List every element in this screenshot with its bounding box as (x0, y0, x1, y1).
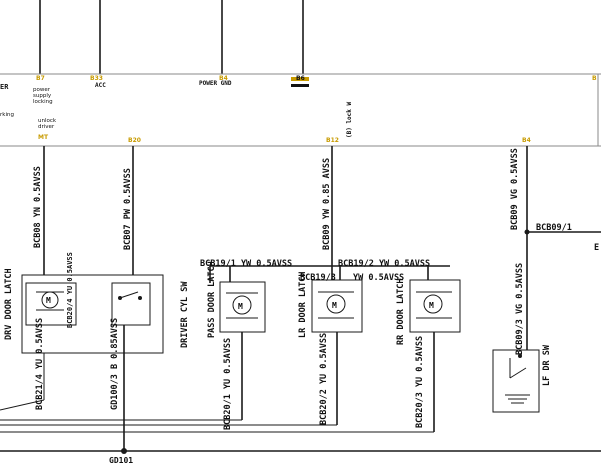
lr-door-latch: M (311, 279, 363, 425)
label-lr-door-latch: LR DOOR LATCH (298, 271, 308, 338)
label-driver-cyl-sw: DRIVER CYL SW (180, 281, 190, 348)
svg-text:power: power (33, 87, 51, 93)
label-lock-right: (B) lock W (346, 101, 353, 138)
label-rr-door-latch: RR DOOR LATCH (396, 278, 406, 345)
wire-label-w4: BCB09 VG 0.5AVSS (510, 148, 520, 230)
wire-label-w14: BCB21/4 YU 0.5AVSS (35, 318, 45, 410)
pin-b33: B33 (90, 75, 103, 82)
wire-label-w12: BCB20/3 YU 0.5AVSS (415, 336, 425, 428)
label-power-supply-locking: power supply locking (33, 87, 53, 105)
wire-label-w2: BCB07 PW 0.5AVSS (123, 168, 133, 250)
right-edge-e: E (594, 243, 599, 253)
label-er: ER (0, 83, 9, 91)
lower-wires (43, 146, 601, 356)
pin-b6: B6 (296, 75, 305, 82)
ground-return-wires (0, 325, 601, 454)
rr-door-latch: M (409, 279, 461, 432)
wire-label-w15: GD100/3 B 0.85AVSS (110, 318, 120, 410)
label-locking: rking (0, 112, 14, 118)
wire-label-w16: BCB20/4 YU 0.5AVSS (66, 252, 74, 328)
svg-text:supply: supply (33, 93, 52, 99)
svg-text:unlock: unlock (38, 118, 57, 124)
pin-b7: B7 (36, 75, 45, 82)
svg-text:M: M (238, 302, 243, 311)
label-unlock-driver: unlock driver (38, 118, 57, 130)
wire-label-w5: BCB09/1 (536, 223, 572, 233)
wire-label-w10: BCB20/1 YU 0.5AVSS (223, 338, 233, 430)
svg-text:driver: driver (38, 124, 55, 130)
wire-label-w11: BCB20/2 YU 0.5AVSS (319, 333, 329, 425)
label-pass-door-latch: PASS DOOR LATCH (207, 261, 217, 338)
label-lf-dr-sw: LF DR SW (542, 344, 552, 386)
svg-text:M: M (332, 301, 337, 310)
wire-label-w3: BCB09 YW 0.85 AVSS (322, 158, 332, 250)
label-drv-door-latch: DRV DOOR LATCH (4, 268, 14, 340)
svg-text:M: M (46, 296, 51, 305)
pin-b4-lower: B4 (522, 137, 531, 144)
wire-label-w8: YW 0.5AVSS (353, 273, 404, 283)
wire-label-w7: BCB19/2 YW 0.5AVSS (338, 259, 430, 269)
pin-b20: B20 (128, 137, 141, 144)
pin-b6-bar (291, 77, 309, 81)
pin-unlock-driver: MT (38, 134, 49, 141)
label-power-gnd: POWER GND (199, 80, 232, 87)
lf-door-switch (492, 349, 540, 413)
svg-text:locking: locking (33, 99, 53, 105)
wire-label-w1: BCB08 YN 0.5AVSS (33, 166, 43, 248)
label-acc: ACC (95, 82, 106, 89)
pin-b6-black-bar (291, 84, 309, 87)
ground-gd101: GD101 (109, 456, 133, 465)
pin-right-marker: B (592, 75, 597, 82)
svg-text:M: M (429, 301, 434, 310)
wire-label-w9: BCB19/3 (300, 273, 336, 283)
drv-door-latch-module: M (21, 274, 164, 354)
wire-label-w13: BCB09/3 VG 0.5AVSS (515, 263, 525, 355)
top-wires (39, 0, 304, 74)
pass-door-latch: M (219, 281, 266, 420)
wire-label-w6: BCB19/1 YW 0.5AVSS (200, 259, 292, 269)
pin-b12: B12 (326, 137, 339, 144)
upper-connector-band (0, 73, 601, 147)
pin-b4: B4 (219, 75, 228, 82)
